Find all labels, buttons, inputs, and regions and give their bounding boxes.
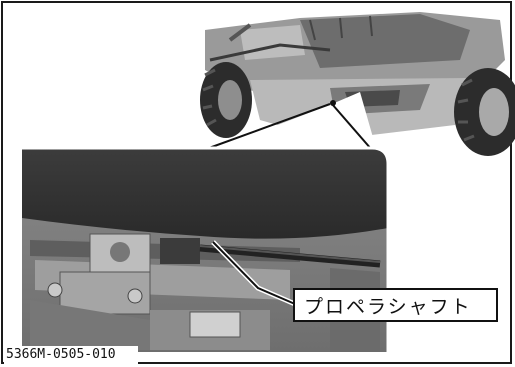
leader-line: [211, 240, 296, 307]
zoom-callout-lines: [197, 92, 378, 155]
propeller-shaft-label: プロペラシャフト: [293, 288, 498, 322]
figure-id: 5366M-0505-010: [4, 346, 138, 364]
overview-photo: [195, 4, 515, 156]
